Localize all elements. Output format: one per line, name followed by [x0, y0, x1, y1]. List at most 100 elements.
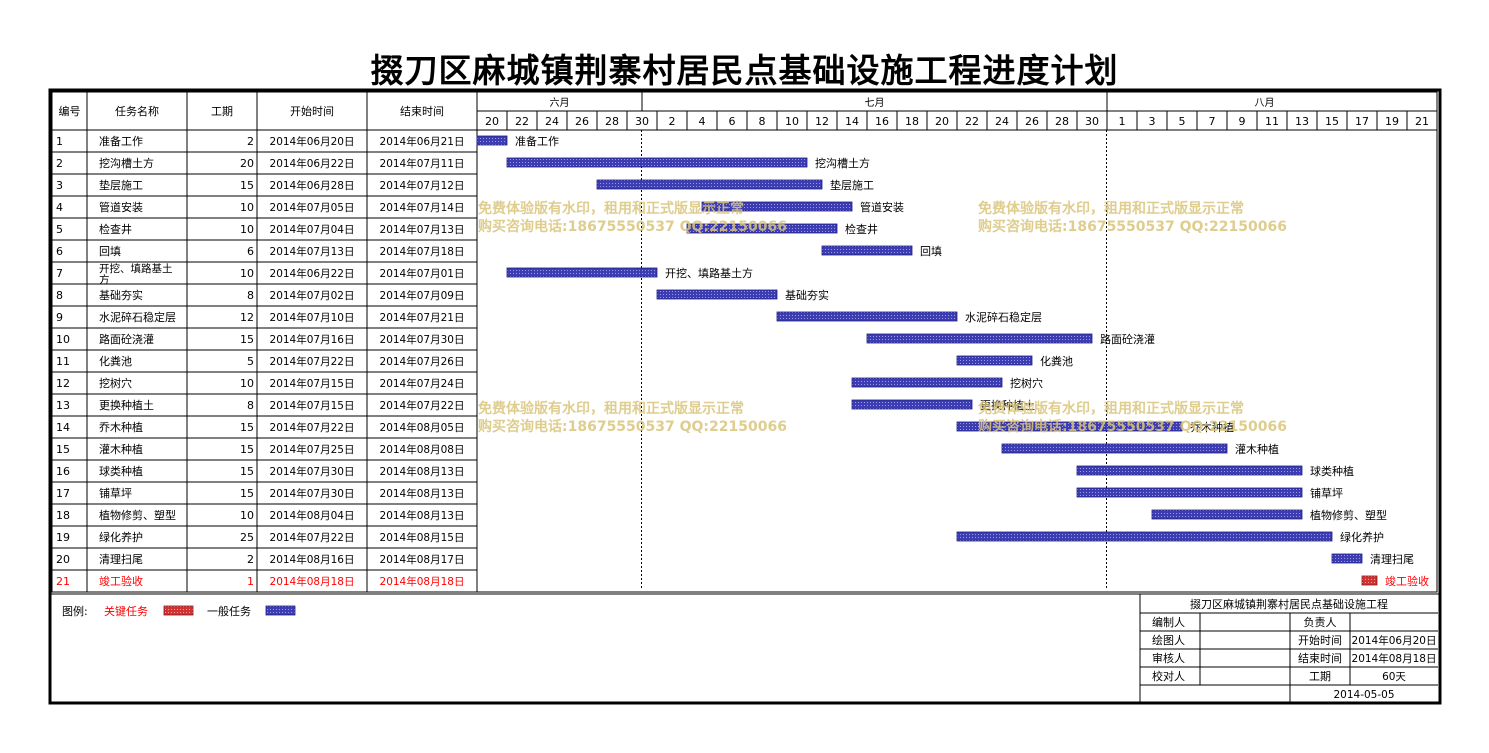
table-border	[51, 91, 1438, 593]
header-start: 开始时间	[290, 104, 334, 118]
info-label: 绘图人	[1152, 633, 1185, 647]
gantt-bar	[821, 245, 913, 256]
task-name: 化粪池	[99, 354, 132, 368]
day-label: 13	[1295, 115, 1309, 128]
day-label: 28	[605, 115, 619, 128]
day-label: 22	[515, 115, 529, 128]
bar-label: 开挖、填路基土方	[665, 266, 753, 280]
gantt-bar	[851, 399, 973, 410]
info-label: 工期	[1309, 670, 1331, 683]
task-name: 垫层施工	[99, 178, 143, 192]
task-start: 2014年07月04日	[270, 223, 355, 236]
task-name: 挖树穴	[99, 376, 132, 390]
task-no: 1	[56, 135, 63, 148]
gantt-bar	[866, 333, 1093, 344]
task-name: 植物修剪、塑型	[99, 508, 176, 522]
day-label: 17	[1355, 115, 1369, 128]
day-label: 4	[699, 115, 706, 128]
bar-label: 绿化养护	[1340, 530, 1384, 544]
task-start: 2014年07月05日	[270, 201, 355, 214]
info-label: 编制人	[1152, 615, 1185, 629]
bar-label: 基础夯实	[785, 288, 829, 302]
bar-label: 球类种植	[1310, 464, 1354, 478]
bar-label: 灌木种植	[1235, 442, 1279, 456]
task-duration: 15	[240, 465, 254, 478]
bar-label: 路面砼浇灌	[1100, 333, 1155, 346]
day-label: 30	[1085, 115, 1099, 128]
header-duration: 工期	[211, 105, 233, 118]
task-end: 2014年07月30日	[380, 333, 465, 346]
month-label: 八月	[1255, 97, 1275, 109]
gantt-bar	[956, 421, 1183, 432]
month-label: 七月	[865, 97, 885, 109]
gantt-bar	[506, 267, 658, 278]
legend-critical-swatch	[163, 605, 194, 616]
task-no: 2	[56, 157, 63, 170]
watermark-text: 购买咨询电话:18675550537 QQ:22150066	[978, 418, 1287, 435]
day-label: 20	[485, 115, 499, 128]
task-end: 2014年07月24日	[380, 377, 465, 390]
task-start: 2014年07月30日	[270, 465, 355, 478]
task-end: 2014年07月22日	[380, 399, 465, 412]
day-label: 9	[1239, 115, 1246, 128]
day-label: 21	[1415, 115, 1429, 128]
task-end: 2014年08月15日	[380, 531, 465, 544]
task-end: 2014年08月17日	[380, 553, 465, 566]
task-end: 2014年08月18日	[380, 575, 465, 588]
gantt-bar	[1331, 553, 1363, 564]
task-duration: 8	[247, 399, 254, 412]
day-label: 11	[1265, 115, 1279, 128]
bar-label: 竣工验收	[1385, 574, 1429, 588]
task-no: 3	[56, 179, 63, 192]
task-end: 2014年07月13日	[380, 223, 465, 236]
task-no: 14	[56, 421, 70, 434]
task-duration: 15	[240, 179, 254, 192]
info-label: 结束时间	[1298, 652, 1342, 665]
task-start: 2014年07月22日	[270, 355, 355, 368]
day-label: 2	[669, 115, 676, 128]
task-name: 球类种植	[99, 464, 143, 478]
task-start: 2014年06月28日	[270, 179, 355, 192]
task-duration: 15	[240, 421, 254, 434]
gantt-bar	[851, 377, 1003, 388]
task-end: 2014年06月21日	[380, 135, 465, 148]
bar-label: 挖树穴	[1010, 376, 1043, 390]
task-name: 铺草坪	[99, 487, 132, 500]
day-label: 12	[815, 115, 829, 128]
task-no: 5	[56, 223, 63, 236]
watermark-text: 免费体验版有水印，租用和正式版显示正常	[478, 400, 744, 417]
task-name: 管道安装	[99, 200, 143, 214]
task-end: 2014年07月12日	[380, 179, 465, 192]
info-label: 开始时间	[1298, 633, 1342, 647]
day-label: 1	[1119, 115, 1126, 128]
task-no: 8	[56, 289, 63, 302]
day-label: 15	[1325, 115, 1339, 128]
info-value: 2014年06月20日	[1352, 634, 1437, 647]
bar-label: 更换种植土	[980, 398, 1035, 412]
gantt-bar	[1076, 465, 1303, 476]
watermark-text: 购买咨询电话:18675550537 QQ:22150066	[478, 418, 787, 435]
watermark-text: 免费体验版有水印，租用和正式版显示正常	[478, 200, 744, 217]
day-label: 14	[845, 115, 859, 128]
chart-frame	[48, 88, 1442, 705]
day-label: 22	[965, 115, 979, 128]
task-start: 2014年07月15日	[270, 377, 355, 390]
day-label: 10	[785, 115, 799, 128]
info-date: 2014-05-05	[1333, 689, 1394, 701]
task-start: 2014年07月10日	[270, 311, 355, 324]
task-name: 竣工验收	[99, 574, 143, 588]
task-duration: 6	[247, 245, 254, 258]
day-label: 24	[995, 115, 1009, 128]
day-label: 28	[1055, 115, 1069, 128]
task-name: 清理扫尾	[99, 553, 143, 566]
task-name: 更换种植土	[99, 398, 154, 412]
bar-label: 化粪池	[1040, 354, 1073, 368]
task-no: 9	[56, 311, 63, 324]
day-label: 30	[635, 115, 649, 128]
watermark-text: 购买咨询电话:18675550537 QQ:22150066	[478, 218, 787, 235]
day-label: 20	[935, 115, 949, 128]
day-label: 3	[1149, 115, 1156, 128]
task-no: 20	[56, 553, 70, 566]
task-no: 21	[56, 575, 70, 588]
task-start: 2014年07月13日	[270, 245, 355, 258]
